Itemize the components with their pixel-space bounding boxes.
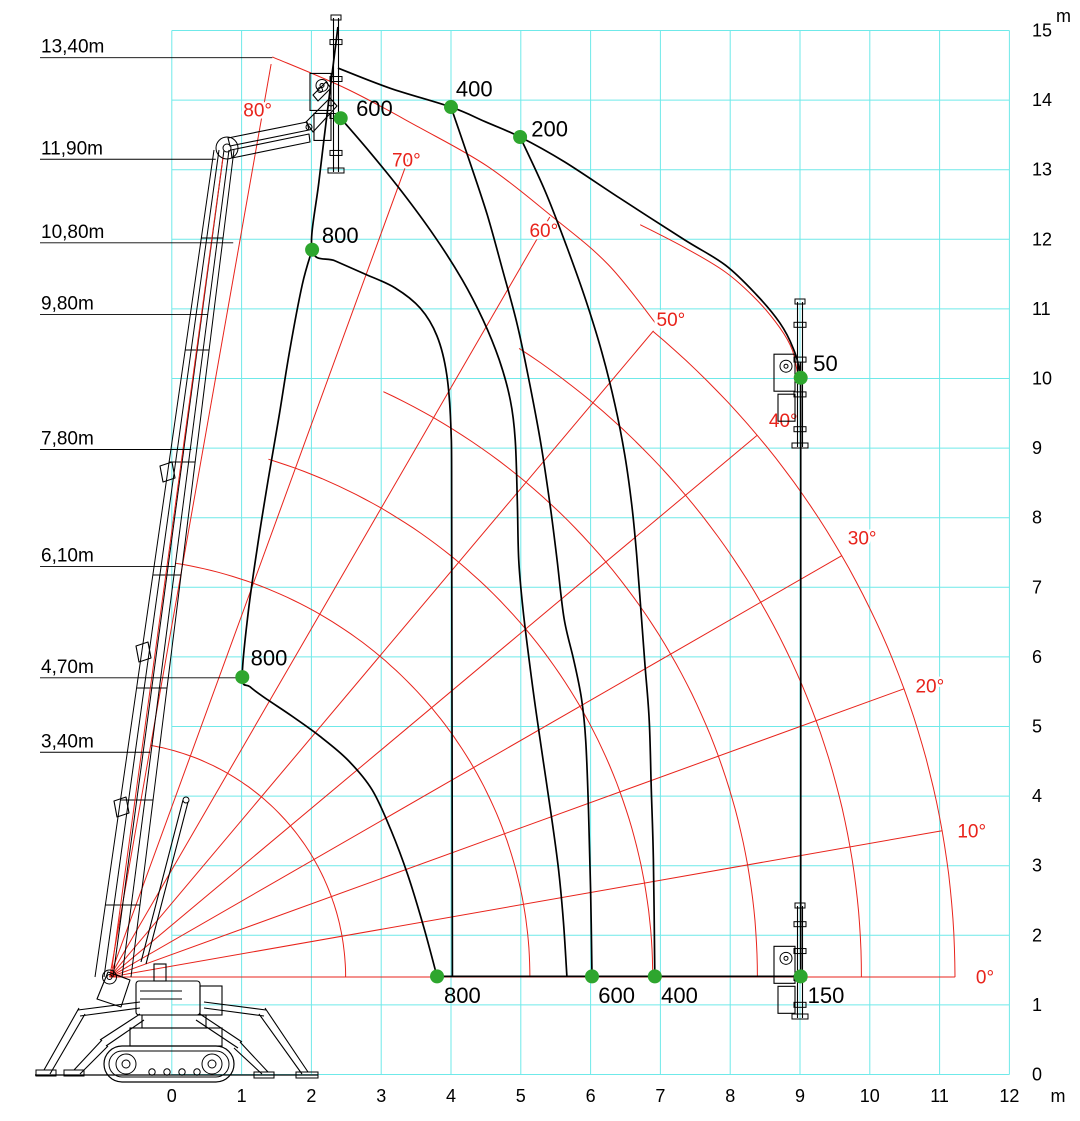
boom-angle-fan: 0°10°20°30°40°50°60°70°80° (109, 56, 997, 991)
load-label: 50 (813, 351, 837, 376)
x-tick-label: 7 (655, 1086, 665, 1106)
height-label: 7,80m (41, 428, 94, 449)
y-tick-label: 7 (1032, 577, 1042, 597)
height-label: 13,40m (41, 37, 104, 58)
boom-angle-line-60 (109, 216, 551, 978)
y-tick-label: 10 (1032, 369, 1052, 389)
y-unit-label: m (1056, 6, 1071, 26)
x-tick-label: 4 (446, 1086, 456, 1106)
angle-label: 60° (529, 221, 558, 242)
boom-angle-line-10 (109, 830, 943, 978)
height-labels: 13,40m 11,90m 10,80m 9,80m 7,80m 6,10m 4,70m 3,… (40, 37, 273, 753)
extension-arc-5 (652, 331, 956, 978)
angle-label: 80° (243, 100, 272, 121)
load-point (305, 242, 320, 257)
load-label: 800 (322, 223, 359, 248)
load-point (584, 969, 599, 984)
load-label: 600 (598, 983, 635, 1008)
x-tick-label: 12 (999, 1086, 1019, 1106)
capacity-curve-200 (519, 136, 656, 977)
load-label: 400 (456, 77, 493, 102)
load-point (430, 969, 445, 984)
x-tick-label: 3 (376, 1086, 386, 1106)
y-tick-label: 4 (1032, 786, 1042, 806)
y-tick-label: 6 (1032, 647, 1042, 667)
height-label: 4,70m (41, 657, 94, 678)
load-point (235, 670, 250, 685)
y-tick-label: 1 (1032, 995, 1042, 1015)
x-tick-label: 1 (237, 1086, 247, 1106)
load-point (793, 370, 808, 385)
crane-illustration (35, 81, 338, 1083)
y-tick-label: 2 (1032, 925, 1042, 945)
load-point (513, 129, 528, 144)
load-point (333, 111, 348, 126)
capacity-curve-400 (450, 106, 593, 977)
boom-angle-line-80 (109, 63, 272, 978)
y-tick-label: 14 (1032, 90, 1052, 110)
angle-label: 10° (957, 821, 986, 842)
y-tick-label: 15 (1032, 21, 1052, 41)
load-label: 600 (356, 96, 393, 121)
load-label: 400 (661, 983, 698, 1008)
angle-label: 50° (657, 310, 686, 331)
boom-angle-line-30 (109, 555, 842, 978)
x-tick-label: 6 (586, 1086, 596, 1106)
capacity-curve-800-mid (241, 249, 438, 977)
grid (171, 30, 1010, 1075)
platform-drawing (773, 902, 809, 1020)
load-point (444, 100, 458, 115)
angle-label: 30° (848, 528, 877, 549)
extension-arc-1 (175, 562, 531, 978)
y-tick-label: 3 (1032, 856, 1042, 876)
height-label: 6,10m (41, 545, 94, 566)
boom-angle-line-50 (109, 330, 654, 978)
height-label: 3,40m (41, 731, 94, 752)
y-tick-label: 11 (1032, 299, 1051, 319)
y-tick-label: 13 (1032, 160, 1052, 180)
load-label: 200 (531, 116, 568, 141)
height-label: 11,90m (41, 138, 103, 159)
load-label: 800 (444, 983, 481, 1008)
x-tick-label: 9 (795, 1086, 805, 1106)
y-tick-label: 12 (1032, 229, 1052, 249)
x-unit-label: m (1051, 1086, 1066, 1106)
y-tick-label: 8 (1032, 508, 1042, 528)
extension-arc-2 (268, 458, 654, 978)
y-tick-label: 9 (1032, 438, 1042, 458)
angle-label: 0° (976, 968, 994, 989)
y-tick-label: 5 (1032, 717, 1042, 737)
height-label: 10,80m (41, 222, 104, 243)
boom-angle-line-70 (109, 152, 412, 978)
boom-angle-line-20 (109, 688, 905, 978)
x-tick-label: 5 (516, 1086, 526, 1106)
x-tick-label: 0 (167, 1086, 177, 1106)
boom-angle-line-40 (109, 434, 758, 978)
angle-label: 20° (915, 677, 944, 698)
outer-reach-curve-1 (639, 224, 799, 376)
load-label: 800 (251, 645, 288, 670)
outer-reach-curve-0 (272, 56, 658, 326)
height-label: 9,80m (41, 293, 94, 314)
platform-drawing (773, 298, 809, 449)
x-tick-label: 11 (930, 1086, 949, 1106)
capacity-curves (241, 26, 802, 978)
x-tick-label: 2 (306, 1086, 316, 1106)
extension-arc-4 (518, 347, 862, 978)
x-tick-label: 10 (860, 1086, 880, 1106)
y-tick-label: 0 (1032, 1065, 1042, 1085)
capacity-curve-600 (340, 117, 568, 977)
load-point (647, 969, 662, 984)
capacity-curve-800-inner (310, 26, 454, 977)
angle-label: 70° (392, 150, 421, 171)
load-label: 150 (808, 983, 845, 1008)
load-points: 600 400 200 50 800 800 800 600 400 150 (235, 77, 844, 1008)
platform-drawing (309, 14, 345, 174)
x-tick-label: 8 (725, 1086, 735, 1106)
capacity-curve-envelope (337, 67, 802, 977)
extension-arc-3 (383, 391, 758, 978)
load-point (793, 969, 808, 984)
